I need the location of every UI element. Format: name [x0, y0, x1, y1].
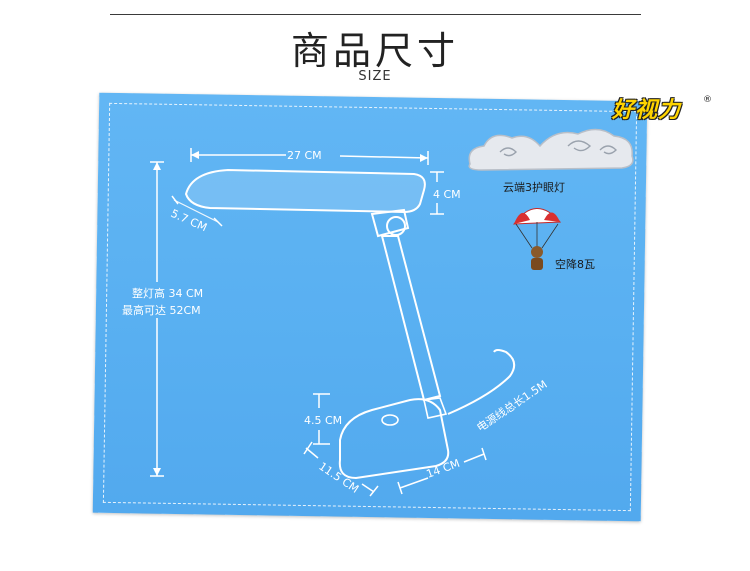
dim-head-width — [190, 148, 429, 165]
label-head-depth: 5.7 CM — [169, 207, 209, 234]
top-divider — [110, 14, 641, 15]
label-cable-length: 电源线总长1.5M — [474, 377, 550, 434]
lamp-arm — [380, 235, 442, 402]
power-cable — [447, 349, 516, 415]
dim-head-height — [430, 171, 444, 215]
parachute-icon — [512, 208, 562, 270]
page-subtitle: SIZE — [358, 69, 392, 84]
label-base-height: 4.5 CM — [304, 414, 342, 427]
label-total-height-1: 整灯高 34 CM — [132, 286, 203, 300]
label-parachute: 空降8瓦 — [555, 257, 595, 271]
dim-base-height — [313, 393, 330, 445]
brand-logo: 好视力 — [612, 98, 682, 123]
dim-base-depth — [303, 441, 379, 497]
label-base-width: 14 CM — [425, 457, 462, 481]
label-total-height-2: 最高可达 52CM — [122, 303, 201, 317]
lamp-base — [338, 397, 450, 480]
lamp-head — [184, 168, 426, 214]
page-title: 商品尺寸 — [290, 29, 459, 73]
label-head-width: 27 CM — [287, 149, 322, 162]
label-head-height: 4 CM — [433, 188, 461, 201]
dim-total-height — [150, 161, 164, 477]
dim-base-width — [397, 447, 487, 495]
dim-head-depth — [171, 195, 223, 227]
label-cloud: 云端3护眼灯 — [503, 180, 565, 194]
lamp-hinge — [370, 208, 410, 238]
cloud-icon — [468, 128, 634, 171]
registered-mark: ® — [703, 95, 712, 105]
